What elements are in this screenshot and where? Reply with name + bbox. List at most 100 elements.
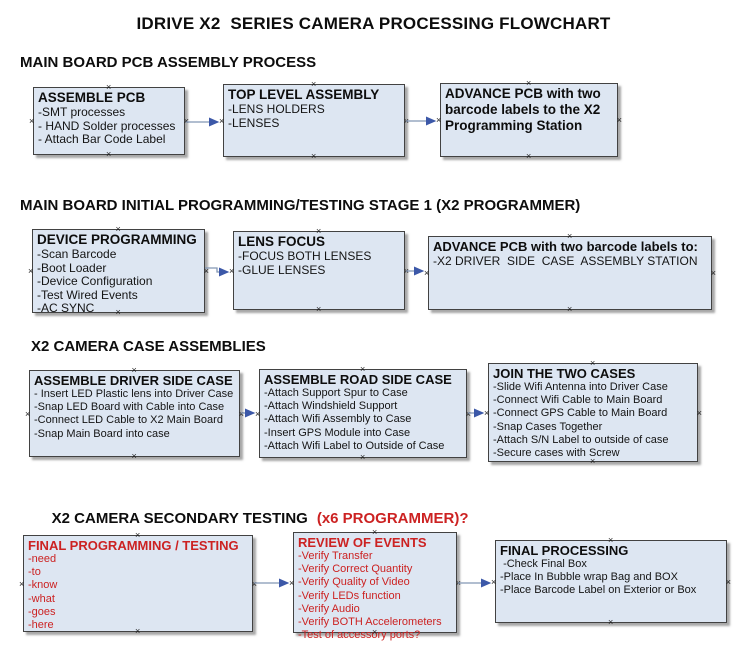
flow-box-item: -Attach Windshield Support (264, 400, 398, 413)
anchor-mark: × (289, 577, 295, 588)
flow-box-item: -GLUE LENSES (238, 262, 326, 277)
anchor-mark: × (696, 407, 702, 418)
flow-box-item: -here (28, 619, 54, 632)
section-heading-initial-programming: MAIN BOARD INITIAL PROGRAMMING/TESTING S… (20, 197, 581, 214)
flow-box-top-level-assembly: TOP LEVEL ASSEMBLY -LENS HOLDERS -LENSES… (219, 80, 409, 161)
anchor-mark: × (491, 576, 497, 587)
flow-box-item: -Verify LEDs function (298, 589, 401, 602)
flow-box-item: -goes (28, 605, 56, 618)
flow-box-item: -Verify Audio (298, 602, 360, 615)
anchor-mark: × (203, 266, 209, 276)
flow-box-item: -Verify Correct Quantity (298, 563, 413, 576)
flow-box-assemble-road-side-case: ASSEMBLE ROAD SIDE CASE -Attach Support … (255, 365, 471, 462)
flow-box-title: JOIN THE TWO CASES (493, 366, 636, 381)
flow-box-review-of-events: REVIEW OF EVENTS -Verify Transfer -Verif… (289, 528, 461, 642)
section-heading-black-part: X2 CAMERA SECONDARY TESTING (51, 510, 308, 527)
anchor-mark: × (436, 115, 442, 125)
flow-box-final-processing: FINAL PROCESSING -Check Final Box -Place… (491, 536, 731, 627)
flow-box-title: ASSEMBLE ROAD SIDE CASE (264, 372, 452, 387)
flow-box-join-the-two-cases: JOIN THE TWO CASES -Slide Wifi Antenna i… (484, 359, 702, 466)
anchor-mark: × (616, 115, 622, 125)
anchor-mark: × (131, 451, 137, 461)
flow-box-title: DEVICE PROGRAMMING (37, 232, 197, 247)
anchor-mark: × (25, 408, 31, 419)
flow-box-title: LENS FOCUS (238, 234, 326, 249)
anchor-mark: × (229, 265, 235, 276)
anchor-mark: × (403, 115, 409, 126)
page-title: IDRIVE X2 SERIES CAMERA PROCESSING FLOWC… (136, 14, 611, 33)
flow-box-title: FINAL PROCESSING (500, 543, 629, 558)
flow-box-title: ASSEMBLE DRIVER SIDE CASE (34, 373, 233, 388)
flow-box-item: -what (28, 592, 55, 605)
anchor-mark: × (484, 407, 490, 418)
flow-box-item: -Place Barcode Label on Exterior or Box (500, 584, 697, 597)
flow-box-assemble-driver-side-case: ASSEMBLE DRIVER SIDE CASE - Insert LED P… (25, 366, 244, 461)
flow-box-item: -Connect GPS Cable to Main Board (493, 407, 668, 420)
anchor-mark: × (455, 577, 461, 588)
flow-box-item: -to (28, 566, 41, 579)
anchor-mark: × (106, 149, 112, 159)
flow-box-item: -Attach Wifi Assembly to Case (264, 413, 412, 426)
anchor-mark: × (424, 268, 430, 278)
anchor-mark: × (19, 578, 25, 589)
anchor-mark: × (360, 452, 366, 462)
flow-box-item: -need (28, 553, 57, 565)
anchor-mark: × (255, 408, 261, 419)
flow-box-title: FINAL PROGRAMMING / TESTING (28, 538, 239, 553)
flow-box-item: -Snap LED Board with Cable into Case (34, 401, 225, 414)
flow-box-item: -Secure cases with Screw (493, 447, 620, 460)
anchor-mark: × (238, 408, 244, 419)
flow-box-item: - Attach Bar Code Label (38, 132, 166, 146)
anchor-mark: × (29, 116, 35, 126)
anchor-mark: × (28, 266, 34, 276)
section-heading-secondary-testing: X2 CAMERA SECONDARY TESTING (x6 PROGRAMME… (35, 493, 469, 544)
flow-box-item: -Verify Quality of Video (298, 576, 410, 589)
flow-box-item: - Insert LED Plastic lens into Driver Ca… (34, 388, 234, 400)
anchor-mark: × (465, 408, 471, 419)
anchor-mark: × (311, 151, 317, 161)
anchor-mark: × (183, 116, 189, 126)
flow-box-item: -Attach Wifi Label to Outside of Case (264, 439, 445, 452)
flow-box-item: -Place In Bubble wrap Bag and BOX (500, 571, 678, 584)
flow-box-item: -X2 DRIVER SIDE CASE ASSEMBLY STATION (433, 254, 698, 268)
flow-box-item: -Attach S/N Label to outside of case (493, 433, 669, 446)
anchor-mark: × (526, 151, 532, 161)
flow-box-item: -LENS HOLDERS (228, 102, 325, 116)
flow-box-item: -Attach Support Spur to Case (264, 387, 408, 399)
flow-box-title: ASSEMBLE PCB (38, 90, 146, 105)
section-heading-pcb-assembly: MAIN BOARD PCB ASSEMBLY PROCESS (20, 54, 317, 71)
flow-box-item: -Snap Cases Together (493, 420, 603, 433)
flow-box-item: - HAND Solder processes (38, 118, 176, 133)
anchor-mark: × (403, 265, 409, 276)
flow-box-assemble-pcb: ASSEMBLE PCB -SMT processes - HAND Solde… (29, 83, 189, 159)
flow-box-item: -Scan Barcode (37, 247, 117, 261)
flow-box-item: -FOCUS BOTH LENSES (238, 249, 372, 263)
section-heading-case-assemblies: X2 CAMERA CASE ASSEMBLIES (31, 338, 266, 355)
flow-box-title: ADVANCE PCB with two barcode labels to t… (445, 86, 605, 133)
flow-box-item: -Insert GPS Module into Case (264, 426, 411, 439)
flow-box-title: REVIEW OF EVENTS (298, 535, 427, 550)
anchor-mark: × (219, 115, 225, 126)
flow-box-item: -Test Wired Events (37, 287, 138, 302)
flow-box-item: -AC SYNC (37, 301, 95, 315)
flow-box-item: -know (28, 579, 58, 592)
flow-box-item: -Verify Transfer (298, 550, 373, 562)
anchor-mark: × (725, 576, 731, 587)
section-heading-red-part: (x6 PROGRAMMER)? (316, 510, 469, 527)
flow-box-item: -Slide Wifi Antenna into Driver Case (493, 381, 668, 393)
flow-box-device-programming: DEVICE PROGRAMMING -Scan Barcode -Boot L… (28, 225, 209, 317)
flow-box-title: ADVANCE PCB with two barcode labels to: (433, 239, 698, 254)
flow-box-item: -SMT processes (38, 105, 126, 119)
flow-box-lens-focus: LENS FOCUS -FOCUS BOTH LENSES -GLUE LENS… (229, 227, 409, 314)
anchor-mark: × (567, 304, 573, 314)
flow-box-item: -Snap Main Board into case (34, 427, 170, 440)
flow-box-item: -Verify BOTH Accelerometers (298, 616, 442, 629)
anchor-mark: × (316, 304, 322, 314)
anchor-mark: × (710, 268, 716, 278)
flow-box-item: -Connect LED Cable to X2 Main Board (34, 414, 223, 427)
flow-box-item: -Connect Wifi Cable to Main Board (493, 394, 663, 407)
flow-box-title: TOP LEVEL ASSEMBLY (228, 87, 380, 102)
anchor-mark: × (608, 617, 614, 627)
anchor-mark: × (251, 578, 257, 589)
